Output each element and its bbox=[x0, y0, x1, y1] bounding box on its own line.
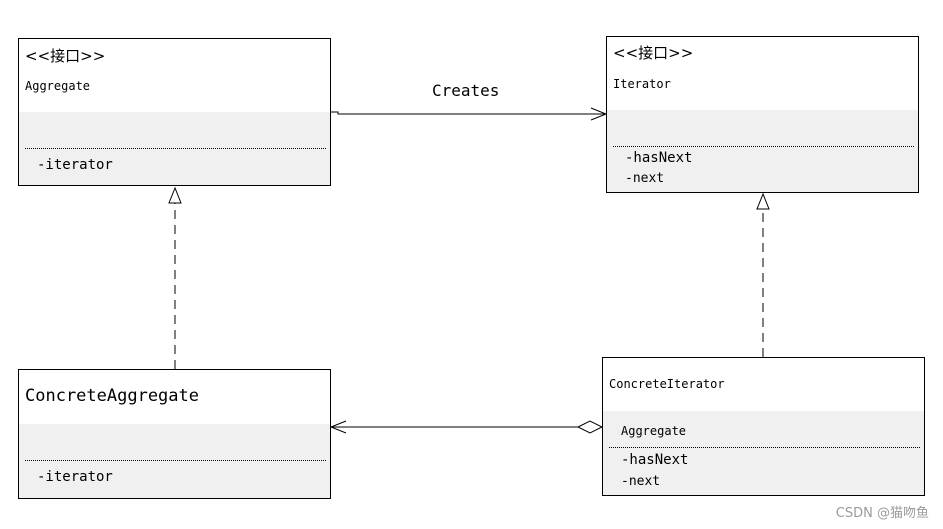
concrete-iterator-attribute-aggregate: Aggregate bbox=[621, 424, 687, 438]
realization-arrowhead-iterator bbox=[756, 192, 770, 210]
iterator-divider bbox=[613, 146, 914, 147]
concrete-aggregate-header: ConcreteAggregate bbox=[19, 370, 330, 425]
csdn-watermark: CSDN @猫吻鱼 bbox=[835, 506, 929, 521]
concrete-aggregate-class-box[interactable]: ConcreteAggregate -iterator bbox=[18, 369, 331, 499]
realization-arrowhead-aggregate bbox=[168, 186, 182, 204]
aggregation-diamond bbox=[576, 420, 604, 434]
iterator-header: <<接口>> Iterator bbox=[607, 37, 918, 111]
concrete-iterator-class-box[interactable]: ConcreteIterator Aggregate -hasNext -nex… bbox=[602, 357, 925, 496]
concrete-aggregate-member-iterator: -iterator bbox=[37, 469, 113, 485]
iterator-body: -hasNext -next bbox=[607, 110, 918, 192]
concrete-iterator-header: ConcreteIterator bbox=[603, 358, 924, 412]
concrete-iterator-name: ConcreteIterator bbox=[609, 377, 725, 391]
concrete-iterator-divider bbox=[609, 447, 920, 448]
aggregate-body: -iterator bbox=[19, 112, 330, 185]
iterator-name: Iterator bbox=[613, 77, 671, 91]
aggregation-arrowhead bbox=[329, 420, 347, 434]
aggregate-header: <<接口>> Aggregate bbox=[19, 39, 330, 113]
aggregate-class-box[interactable]: <<接口>> Aggregate -iterator bbox=[18, 38, 331, 186]
iterator-class-box[interactable]: <<接口>> Iterator -hasNext -next bbox=[606, 36, 919, 193]
aggregate-stereotype: <<接口>> bbox=[25, 47, 106, 65]
iterator-stereotype: <<接口>> bbox=[613, 44, 694, 62]
creates-association-line bbox=[331, 111, 606, 115]
aggregate-divider bbox=[25, 148, 326, 149]
aggregate-name: Aggregate bbox=[25, 79, 91, 93]
creates-label: Creates bbox=[432, 81, 499, 100]
concrete-aggregate-name: ConcreteAggregate bbox=[25, 386, 199, 406]
aggregate-member-iterator: -iterator bbox=[37, 157, 113, 173]
concrete-iterator-member-hasnext: -hasNext bbox=[621, 452, 689, 468]
iterator-member-next: -next bbox=[625, 171, 665, 186]
concrete-iterator-member-next: -next bbox=[621, 474, 661, 489]
iterator-member-hasnext: -hasNext bbox=[625, 150, 693, 166]
concrete-aggregate-body: -iterator bbox=[19, 424, 330, 498]
concrete-aggregate-divider bbox=[25, 460, 326, 461]
concrete-iterator-body: Aggregate -hasNext -next bbox=[603, 411, 924, 495]
